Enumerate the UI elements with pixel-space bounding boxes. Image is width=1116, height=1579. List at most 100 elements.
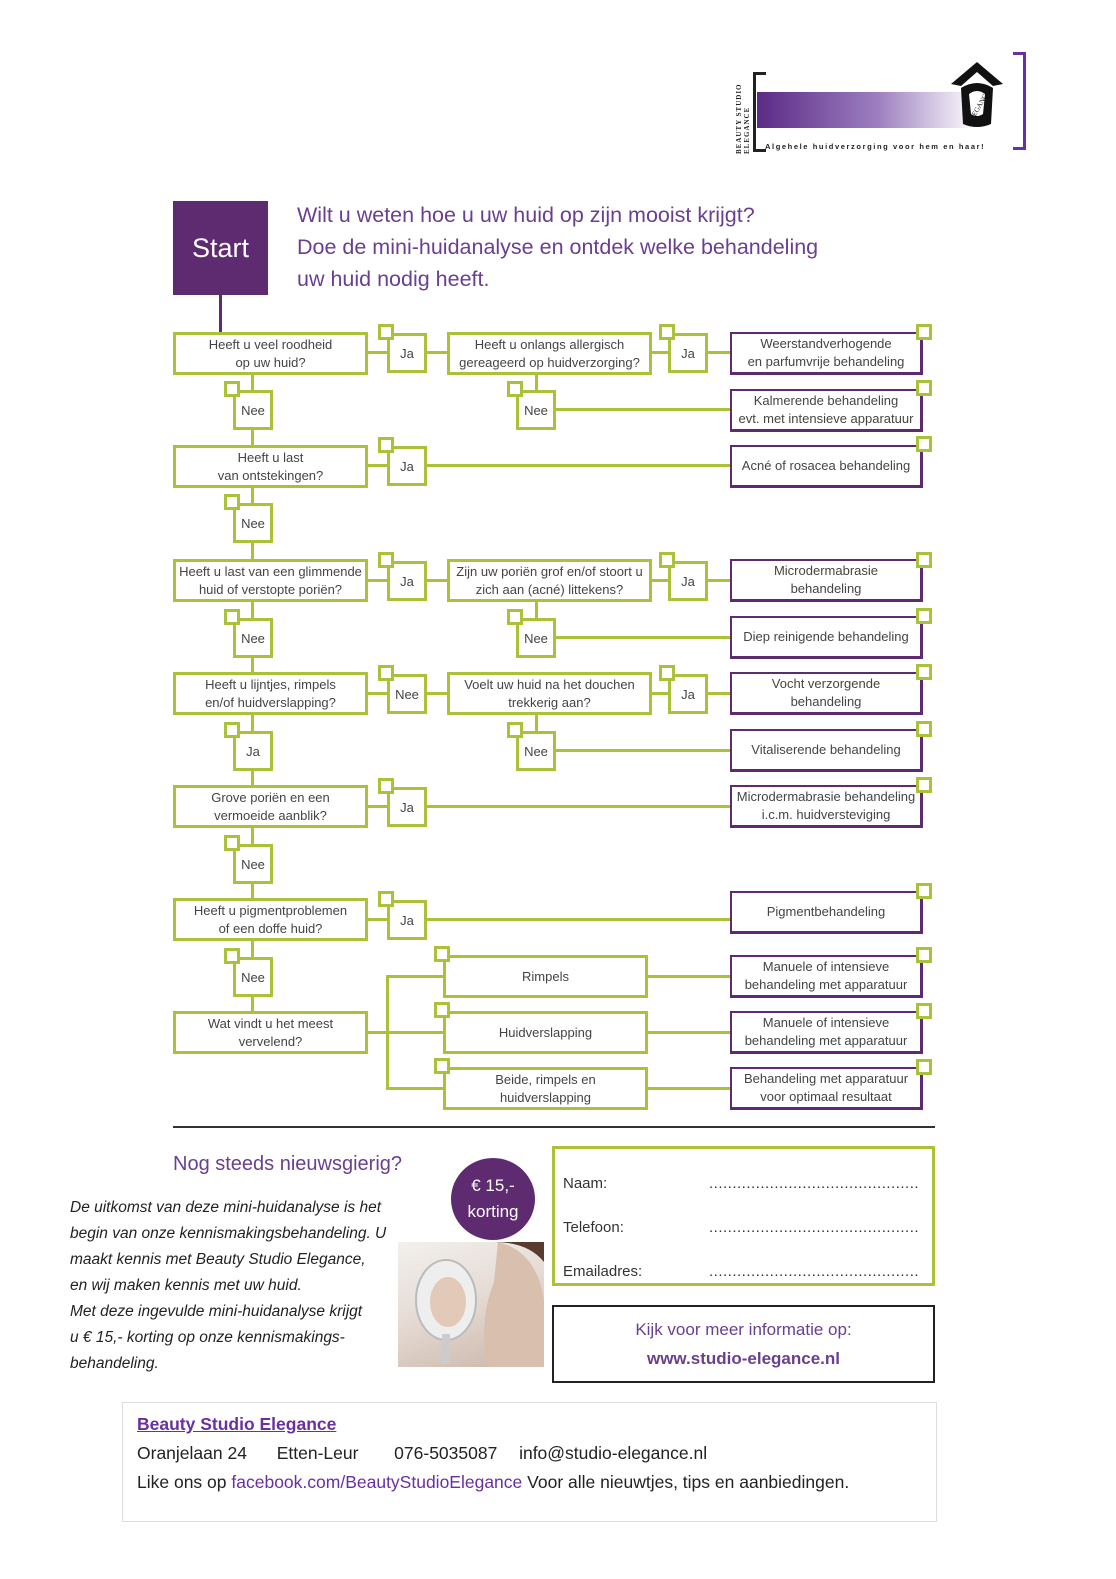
checkbox[interactable] [434, 1002, 450, 1018]
section-heading: Nog steeds nieuwsgierig? [173, 1153, 403, 1175]
answer-nee: Nee [233, 844, 273, 884]
email-label: Emailadres: [563, 1263, 643, 1280]
connector [645, 1031, 732, 1034]
result-weerstand: Weerstandverhogende en parfumvrije behan… [730, 332, 923, 375]
answer-nee: Nee [387, 674, 427, 714]
answer-ja: Ja [387, 900, 427, 940]
checkbox[interactable] [916, 664, 932, 680]
form-row-email[interactable]: Emailadres: ............................… [563, 1263, 923, 1280]
intro-line-2: Doe de mini-huidanalyse en ontdek welke … [297, 235, 819, 259]
connector [555, 408, 732, 411]
checkbox[interactable] [224, 609, 240, 625]
checkbox[interactable] [916, 436, 932, 452]
telefoon-label: Telefoon: [563, 1219, 624, 1236]
checkbox[interactable] [916, 777, 932, 793]
connector [365, 805, 732, 808]
start-connector [219, 295, 222, 332]
option-sagging: Huidverslapping [443, 1011, 648, 1054]
question-pigment: Heeft u pigmentproblemen of een doffe hu… [173, 898, 368, 941]
footer-contact: Oranjelaan 24 Etten-Leur 076-5035087 inf… [137, 1443, 707, 1464]
naam-field[interactable]: ........................................… [709, 1175, 920, 1192]
checkbox[interactable] [916, 1059, 932, 1075]
checkbox[interactable] [916, 380, 932, 396]
checkbox[interactable] [224, 722, 240, 738]
checkbox[interactable] [378, 778, 394, 794]
checkbox[interactable] [434, 1058, 450, 1074]
answer-nee: Nee [516, 618, 556, 658]
telefoon-field[interactable]: ........................................… [709, 1219, 920, 1236]
checkbox[interactable] [659, 324, 675, 340]
checkbox[interactable] [916, 947, 932, 963]
connector [386, 975, 446, 978]
checkbox[interactable] [916, 883, 932, 899]
footer: Beauty Studio Elegance Oranjelaan 24 Ett… [122, 1402, 937, 1522]
connector [365, 918, 732, 921]
form-row-telefoon[interactable]: Telefoon: ..............................… [563, 1219, 923, 1236]
question-allergic: Heeft u onlangs allergisch gereageerd op… [447, 332, 652, 375]
connector [365, 464, 732, 467]
footer-like-suffix: Voor alle nieuwtjes, tips en aanbiedinge… [527, 1472, 850, 1492]
contact-form: Naam: ..................................… [552, 1146, 935, 1286]
website-link[interactable]: www.studio-elegance.nl [646, 1349, 840, 1368]
question-inflammation: Heeft u last van ontstekingen? [173, 445, 368, 488]
footer-like-prefix: Like ons op [137, 1472, 227, 1492]
option-wrinkles: Rimpels [443, 955, 648, 998]
connector [386, 1031, 446, 1034]
facebook-link[interactable]: facebook.com/BeautyStudioElegance [231, 1472, 523, 1492]
checkbox[interactable] [659, 665, 675, 681]
info-text: Kijk voor meer informatie op: [635, 1320, 852, 1339]
option-both: Beide, rimpels en huidverslapping [443, 1067, 648, 1110]
badge-amount: € 15,- [471, 1176, 515, 1195]
result-microdermabrasie-versteviging: Microdermabrasie behandeling i.c.m. huid… [730, 785, 923, 828]
checkbox[interactable] [916, 1003, 932, 1019]
footer-email[interactable]: info@studio-elegance.nl [519, 1443, 708, 1463]
checkbox[interactable] [224, 948, 240, 964]
checkbox[interactable] [224, 381, 240, 397]
form-row-naam[interactable]: Naam: ..................................… [563, 1175, 923, 1192]
checkbox[interactable] [507, 722, 523, 738]
result-vitaliserend: Vitaliserende behandeling [730, 729, 923, 772]
answer-ja: Ja [668, 561, 708, 601]
question-pores-scars: Zijn uw poriën grof en/of stoort u zich … [447, 559, 652, 602]
naam-label: Naam: [563, 1175, 608, 1192]
question-tight-skin: Voelt uw huid na het douchen trekkerig a… [447, 672, 652, 715]
checkbox[interactable] [507, 381, 523, 397]
result-manuele-2: Manuele of intensieve behandeling met ap… [730, 1011, 923, 1054]
checkbox[interactable] [916, 608, 932, 624]
result-diep-reinigend: Diep reinigende behandeling [730, 616, 923, 659]
result-acne-rosacea: Acné of rosacea behandeling [730, 445, 923, 488]
checkbox[interactable] [378, 665, 394, 681]
logo: BEAUTY STUDIO ELEGANCE ELEGANCE Algehele… [735, 52, 1035, 157]
footer-address: Oranjelaan 24 [137, 1443, 247, 1463]
result-microdermabrasie: Microdermabrasie behandeling [730, 559, 923, 602]
intro-line-3: uw huid nodig heeft. [297, 267, 490, 291]
description: De uitkomst van deze mini-huidanalyse is… [70, 1199, 387, 1372]
woman-mirror-photo [398, 1242, 544, 1367]
checkbox[interactable] [224, 835, 240, 851]
question-most-annoying: Wat vindt u het meest vervelend? [173, 1011, 368, 1054]
footer-social: Like ons op facebook.com/BeautyStudioEle… [137, 1472, 849, 1493]
result-pigment: Pigmentbehandeling [730, 891, 923, 934]
checkbox[interactable] [378, 437, 394, 453]
checkbox[interactable] [224, 494, 240, 510]
checkbox[interactable] [916, 552, 932, 568]
email-field[interactable]: ........................................… [709, 1263, 920, 1280]
connector [645, 1087, 732, 1090]
checkbox[interactable] [507, 609, 523, 625]
checkbox[interactable] [916, 324, 932, 340]
result-apparatuur: Behandeling met apparatuur voor optimaal… [730, 1067, 923, 1110]
checkbox[interactable] [916, 721, 932, 737]
checkbox[interactable] [434, 946, 450, 962]
logo-gradient-bar [757, 92, 977, 128]
logo-vertical-text: BEAUTY STUDIO ELEGANCE [735, 83, 751, 154]
answer-ja: Ja [387, 333, 427, 373]
footer-brand-link[interactable]: Beauty Studio Elegance [137, 1414, 337, 1434]
checkbox[interactable] [378, 324, 394, 340]
checkbox[interactable] [659, 552, 675, 568]
info-box: Kijk voor meer informatie op: www.studio… [552, 1305, 935, 1383]
result-vocht: Vocht verzorgende behandeling [730, 672, 923, 715]
connector [555, 749, 732, 752]
discount-badge: € 15,- korting [451, 1158, 535, 1240]
checkbox[interactable] [378, 552, 394, 568]
checkbox[interactable] [378, 891, 394, 907]
